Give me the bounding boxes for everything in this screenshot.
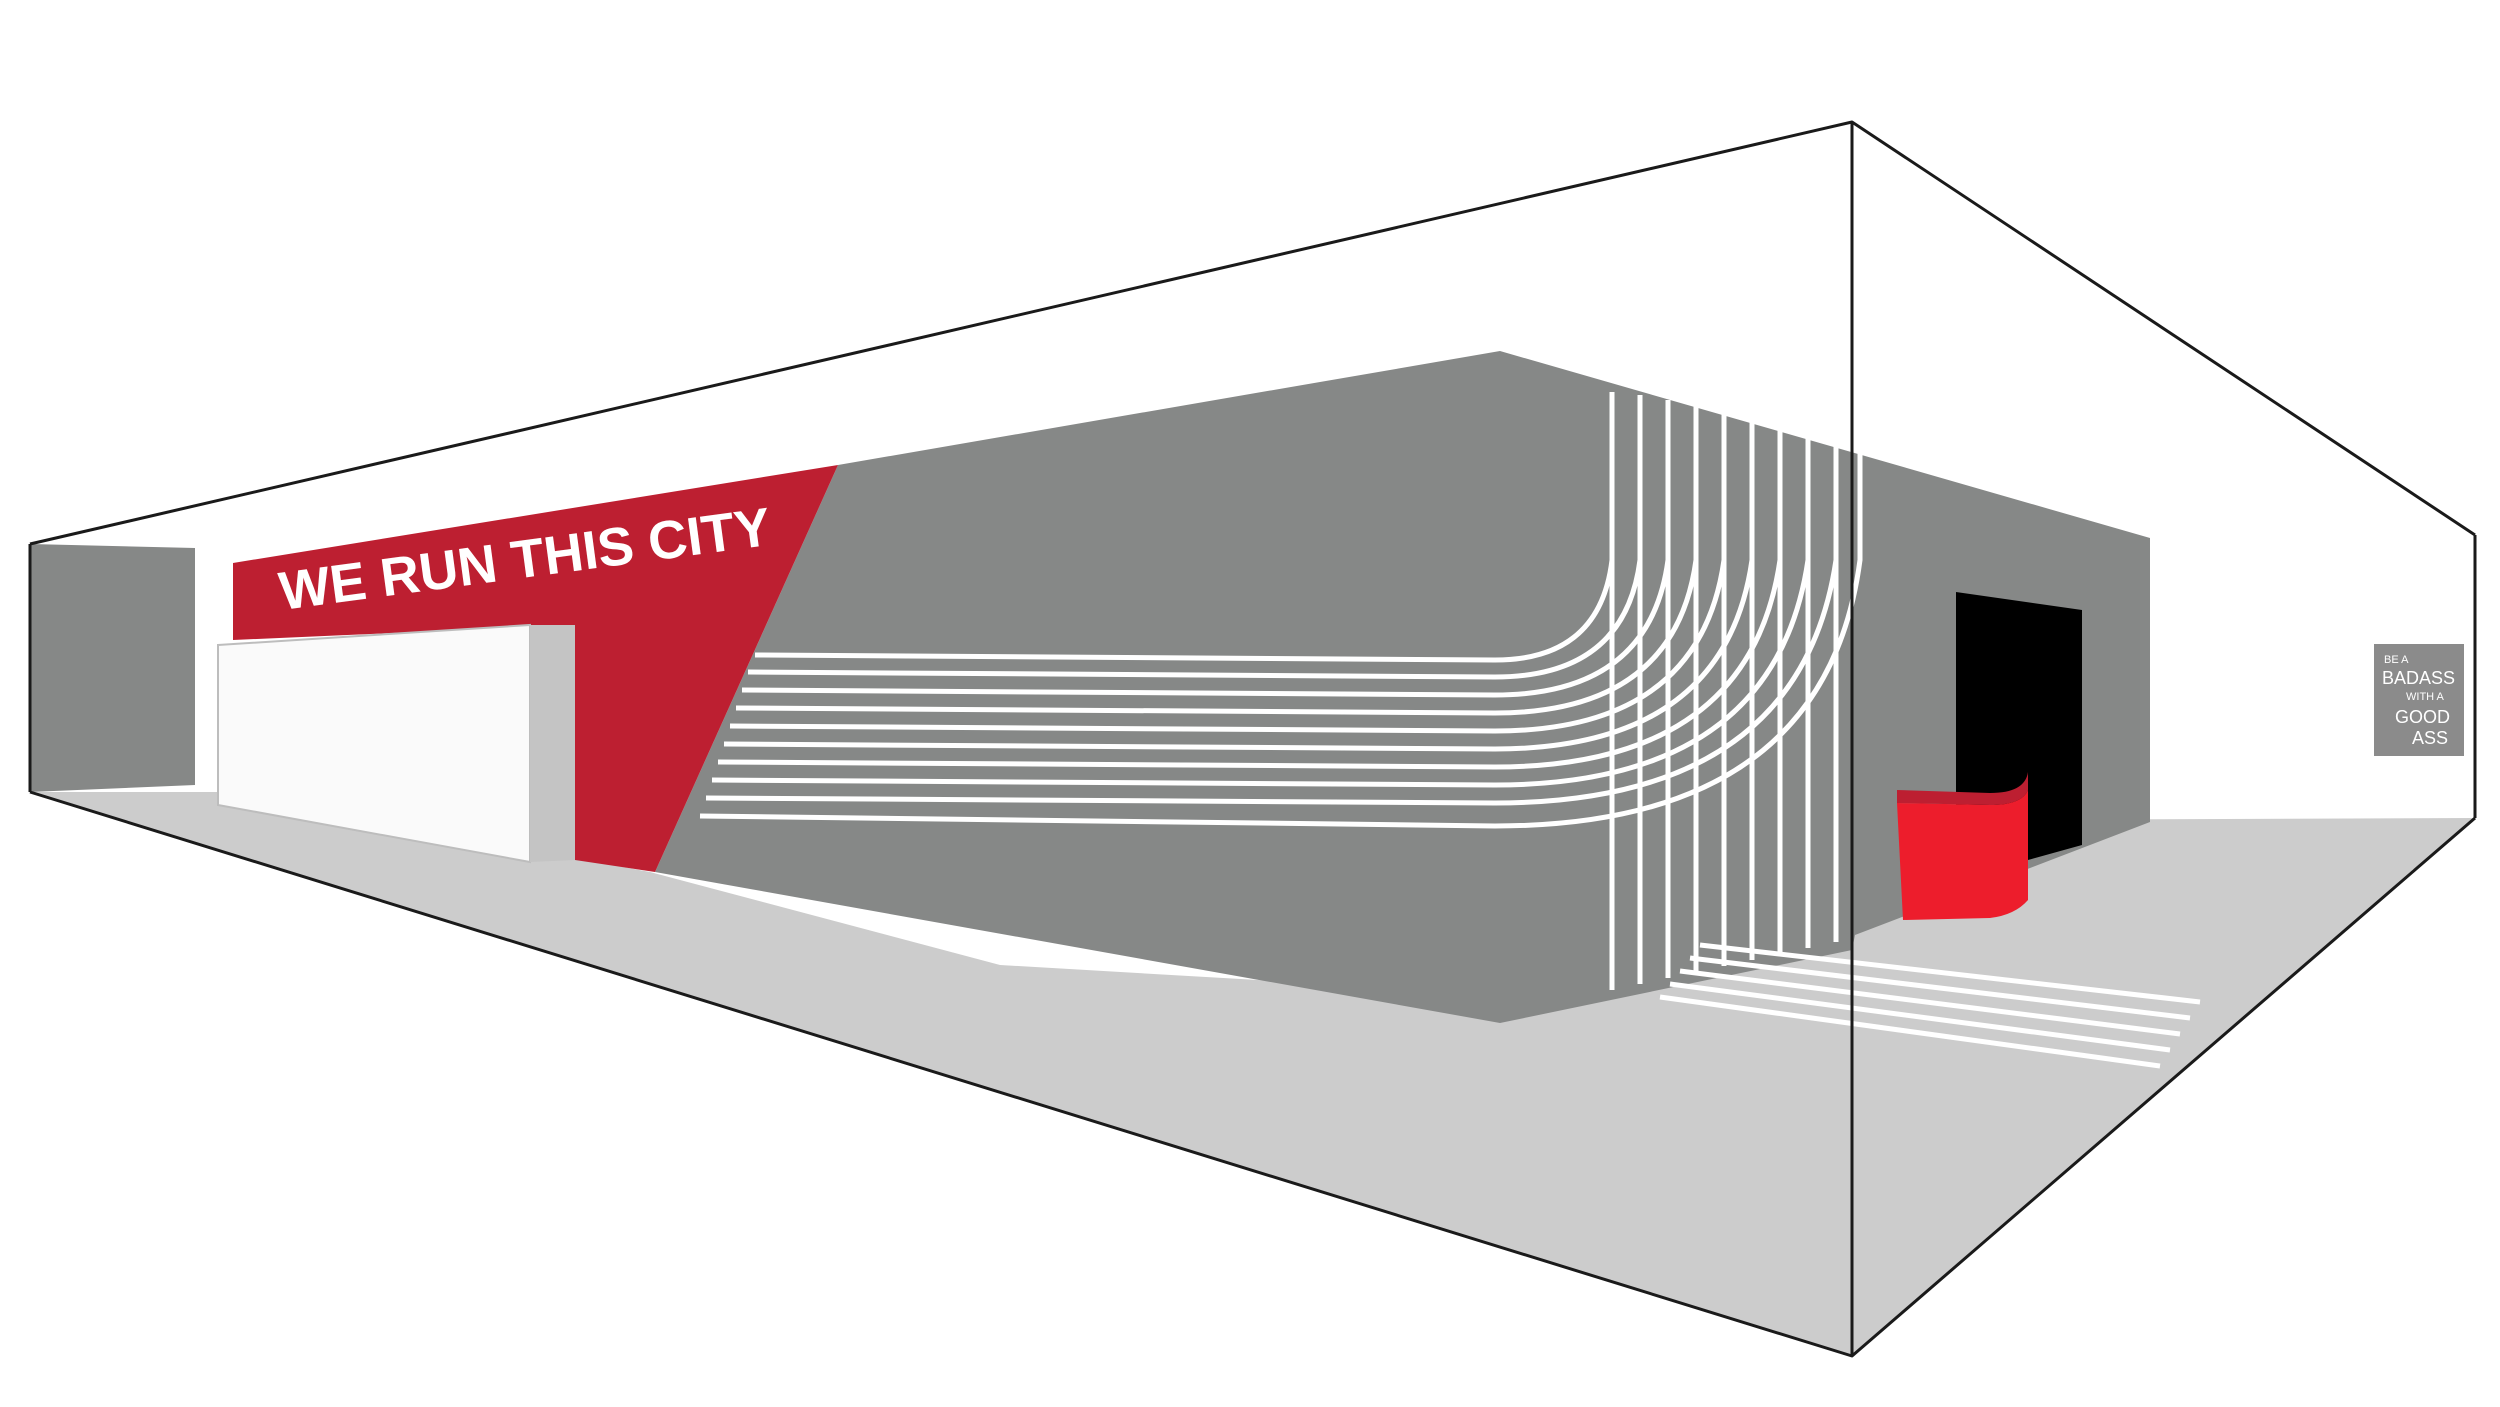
stripe-h2 [747, 395, 1643, 680]
floor [30, 792, 2475, 1356]
stripe-h8 [711, 425, 1811, 788]
wall-sign-line-4: GOOD [2395, 707, 2450, 727]
wall-sign-line-3: WITH A [2406, 691, 2445, 703]
wall-sign: BE A BADASS WITH A GOOD ASS [2374, 644, 2464, 756]
counter-body [1897, 790, 2028, 920]
counter-icon [1897, 772, 2028, 920]
floor-stripe-4 [1669, 981, 2171, 1053]
stripe-h6 [723, 415, 1755, 752]
left-recess-wall [30, 544, 195, 792]
floor-stripe-5 [1659, 994, 2161, 1069]
wall-sign-line-1: BE A [2384, 654, 2409, 666]
stripe-h3 [741, 400, 1671, 698]
main-wall [655, 351, 1500, 1023]
stripe-h5 [729, 410, 1727, 734]
floor-stripe-1 [1699, 942, 2201, 1005]
wall-stripes-vertical [1609, 392, 1839, 990]
red-banner-wall [233, 465, 838, 872]
stripe-h4 [735, 405, 1699, 716]
counter-top [1897, 772, 2028, 805]
wall-sign-line-5: ASS [2412, 728, 2448, 748]
wall-sign-panel [2374, 644, 2464, 756]
wall-stripes-horizontal [699, 392, 1863, 829]
stripe-h9 [705, 430, 1839, 806]
floor-stripes [1659, 942, 2201, 1069]
wall-sign-line-2: BADASS [2382, 668, 2455, 688]
floor-stripe-2 [1689, 955, 2191, 1021]
room-outline [28, 120, 2477, 1358]
floor-stripe-3 [1679, 968, 2181, 1037]
white-partition-side [530, 625, 575, 862]
